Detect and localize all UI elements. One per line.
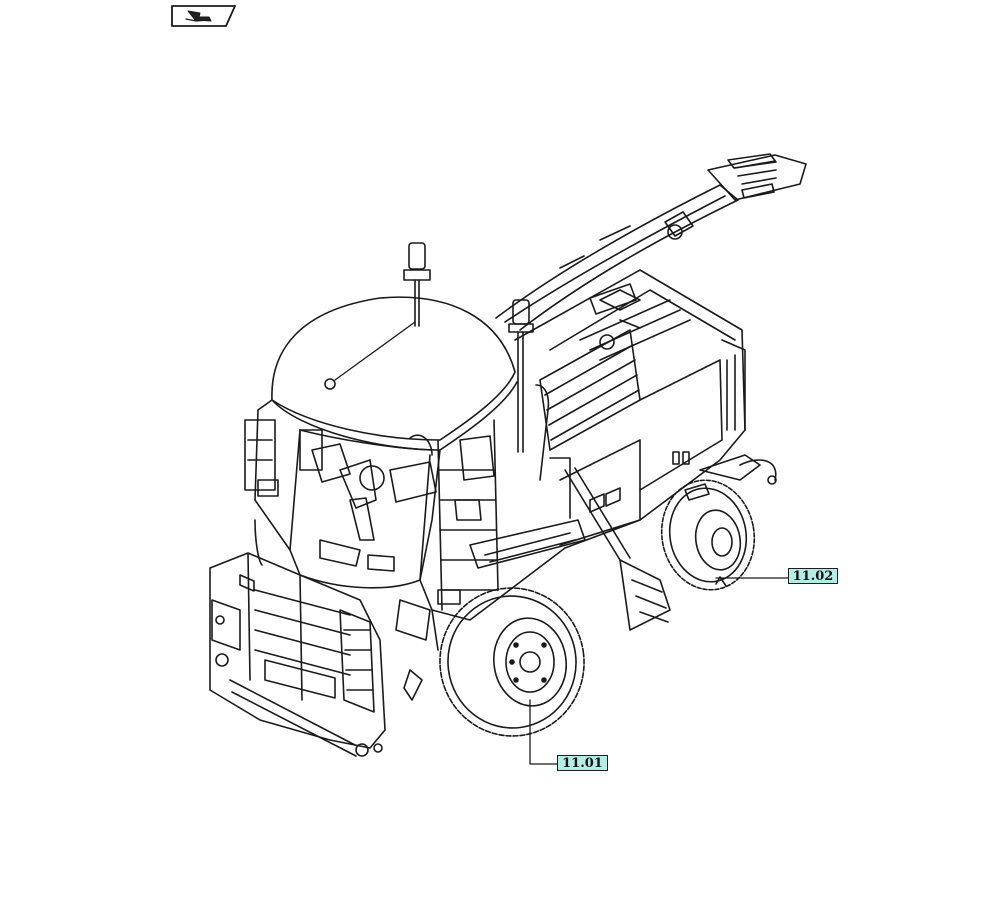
- rear-axle-bracket: [684, 454, 777, 501]
- header-attachment: [209, 519, 423, 757]
- engine-hood: [514, 269, 746, 549]
- discharge-spout: [495, 153, 807, 331]
- callout-11.01[interactable]: 11.01: [557, 755, 608, 771]
- leader-lines: [529, 577, 789, 765]
- chassis: [395, 547, 566, 651]
- book-return-icon[interactable]: [171, 5, 236, 27]
- cab-roof: [271, 296, 518, 451]
- front-wheel: [439, 587, 585, 737]
- callout-11.02[interactable]: 11.02: [788, 568, 838, 584]
- operator-cab: [244, 399, 441, 589]
- leader-line-11.01: [529, 699, 558, 765]
- beacon-lights: [403, 242, 534, 453]
- rear-wheel: [660, 479, 756, 591]
